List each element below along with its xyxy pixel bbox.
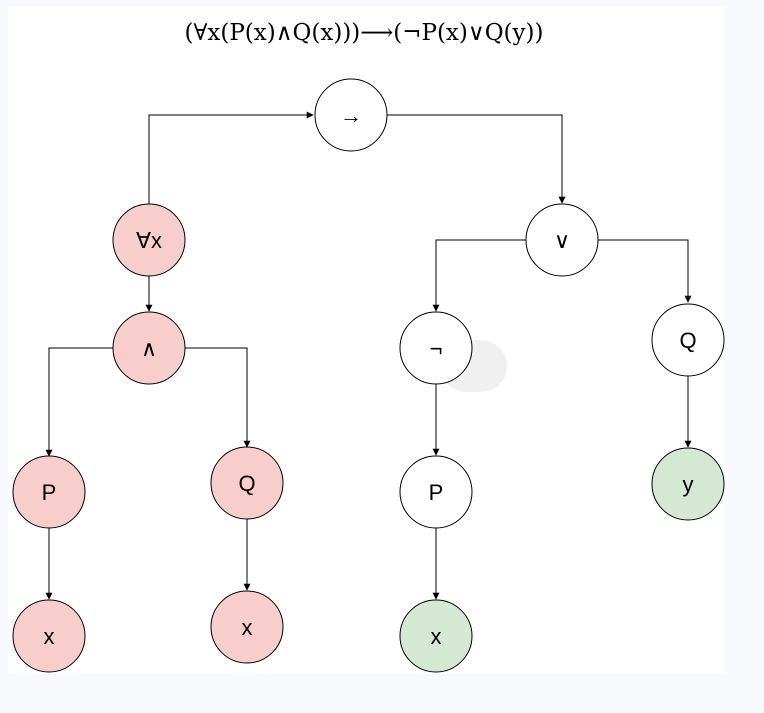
svg-text:x: x (431, 624, 442, 649)
svg-text:P: P (42, 480, 57, 505)
svg-text:x: x (44, 624, 55, 649)
node-p-left[interactable]: P (12, 455, 86, 529)
node-q-left[interactable]: Q (210, 446, 284, 520)
edge-and-to-p-left (45, 347, 113, 457)
edge-or-to-q-right (598, 239, 692, 303)
node-p-right[interactable]: P (399, 455, 473, 529)
svg-text:∨: ∨ (554, 228, 570, 253)
formula-title: (∀x(P(x)∧Q(x)))⟶(¬P(x)∨Q(y)) (185, 20, 544, 46)
edge-or-to-not (432, 239, 526, 312)
node-x-right[interactable]: x (399, 599, 473, 673)
node-or[interactable]: ∨ (525, 203, 599, 277)
svg-text:y: y (683, 472, 694, 497)
svg-text:x: x (242, 615, 253, 640)
svg-text:P: P (429, 480, 444, 505)
svg-text:∀x: ∀x (136, 228, 162, 253)
svg-text:Q: Q (238, 471, 255, 496)
svg-text:∧: ∧ (141, 336, 157, 361)
svg-text:→: → (340, 103, 362, 128)
edge-implies-to-or (387, 114, 566, 204)
node-not[interactable]: ¬ (399, 311, 473, 385)
node-y-right[interactable]: y (651, 447, 725, 521)
node-and[interactable]: ∧ (112, 311, 186, 385)
nodes: → ∀x ∧ P Q x x ∨ (12, 78, 725, 673)
node-forall[interactable]: ∀x (112, 203, 186, 277)
node-implies[interactable]: → (314, 78, 388, 152)
svg-text:¬: ¬ (430, 336, 443, 361)
node-x-left-2[interactable]: x (210, 590, 284, 664)
edges (45, 111, 692, 600)
edge-forall-to-implies (148, 111, 314, 205)
edge-and-to-q-left (185, 347, 251, 448)
svg-text:Q: Q (679, 328, 696, 353)
node-q-right[interactable]: Q (651, 303, 725, 377)
node-x-left-1[interactable]: x (12, 599, 86, 673)
